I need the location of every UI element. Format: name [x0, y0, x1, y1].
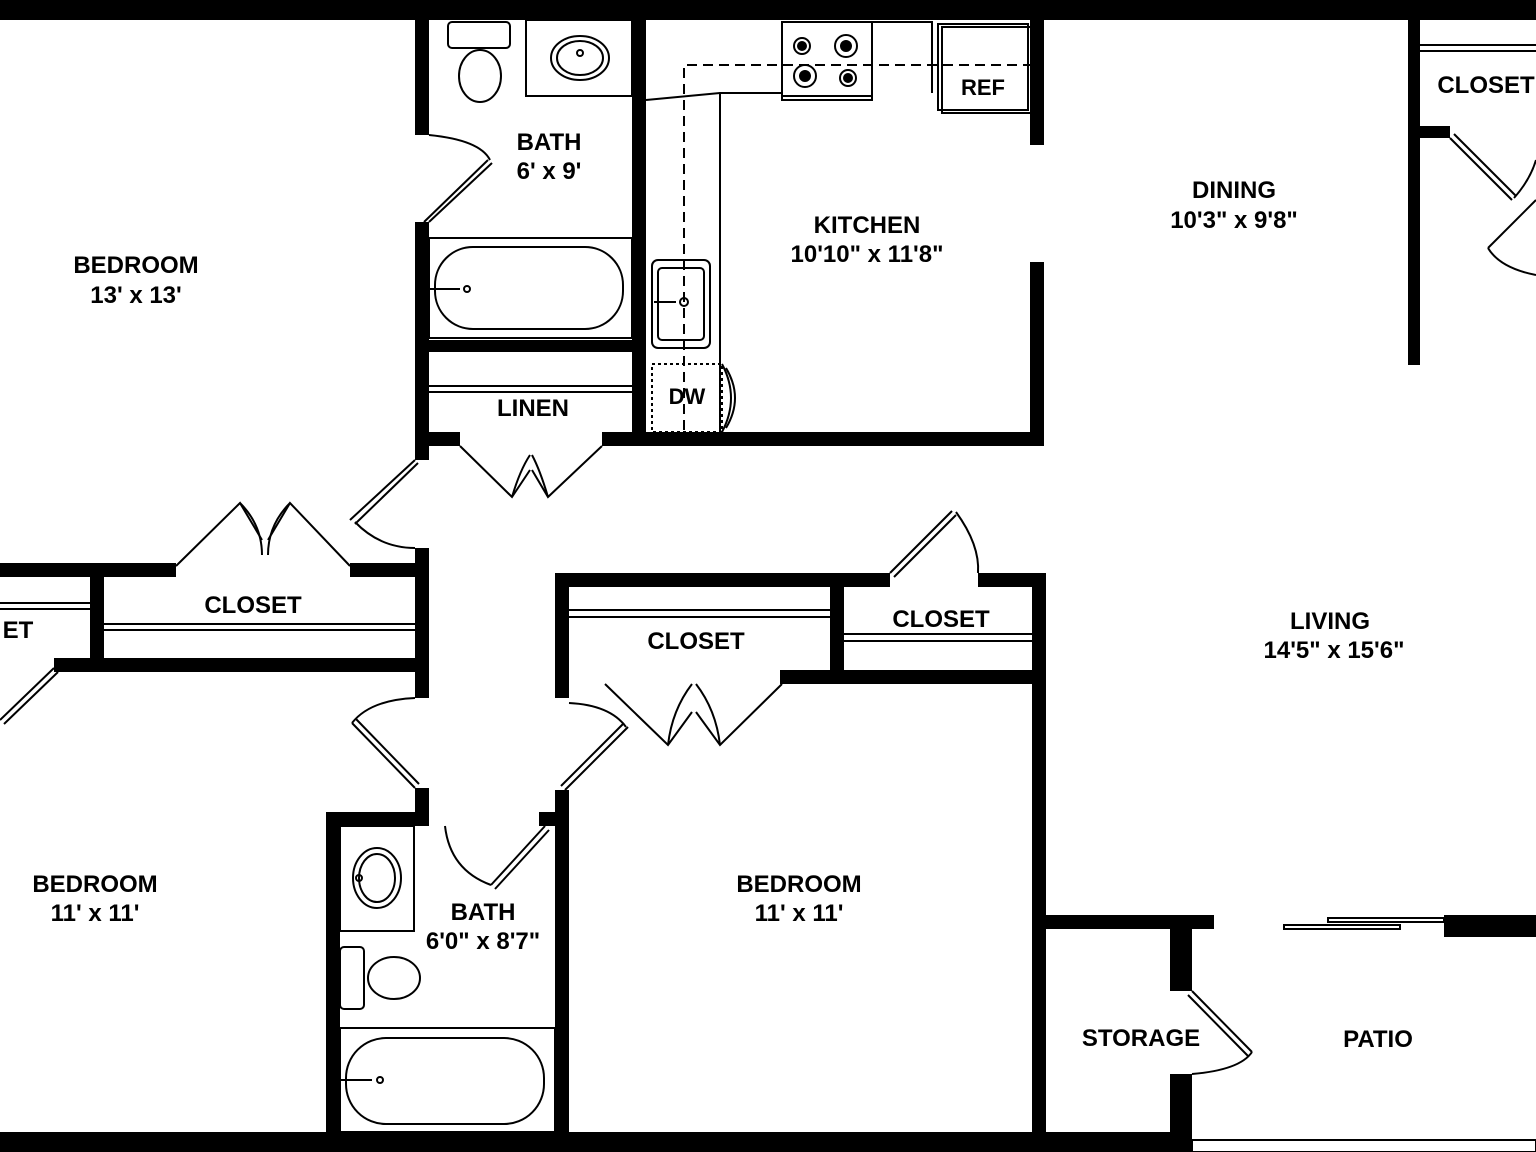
room-size-bath-top: 6' x 9' [517, 158, 582, 185]
kitchen-sink-icon [651, 259, 711, 349]
vanity-icon [339, 825, 415, 932]
room-name-closet-mid-right: CLOSET [892, 606, 990, 633]
room-name-closet-ne: CLOSET [1437, 72, 1535, 99]
toilet-icon [367, 956, 421, 1000]
room-size-living: 14'5" x 15'6" [1264, 637, 1405, 664]
room-name-bedroom-s: BEDROOM [736, 871, 861, 898]
room-size-bedroom-s: 11' x 11' [755, 900, 844, 927]
refrigerator-label: REF [961, 75, 1005, 100]
doors [0, 133, 1536, 1075]
dishwasher-label: DW [669, 384, 706, 409]
refrigerator-icon [937, 23, 1029, 111]
tank-icon [447, 21, 511, 49]
room-size-kitchen: 10'10" x 11'8" [791, 241, 944, 268]
fixtures [339, 19, 1033, 1133]
room-name-living: LIVING [1290, 608, 1370, 635]
stove-icon [781, 21, 873, 101]
room-name-closet-w-partial: ET [3, 617, 34, 644]
room-name-bath-top: BATH [517, 129, 582, 156]
sink-icon [550, 35, 610, 81]
room-labels: BEDROOM 13' x 13' BATH 6' x 9' KITCHEN 1… [3, 72, 1535, 1053]
room-name-bedroom-nw: BEDROOM [73, 252, 198, 279]
room-name-bath-bottom: BATH [451, 899, 516, 926]
room-name-storage: STORAGE [1082, 1025, 1200, 1052]
sink-icon [352, 847, 402, 909]
room-size-dining: 10'3" x 9'8" [1170, 207, 1298, 234]
dishwasher-icon [651, 363, 723, 433]
room-name-patio: PATIO [1343, 1026, 1413, 1053]
room-name-kitchen: KITCHEN [814, 212, 921, 239]
tank-icon [339, 946, 365, 1010]
room-name-linen: LINEN [497, 395, 569, 422]
closet-rods [0, 44, 1536, 642]
room-name-closet-w: CLOSET [204, 592, 302, 619]
vanity-icon [525, 19, 633, 97]
room-name-bedroom-sw: BEDROOM [32, 871, 157, 898]
room-size-bedroom-sw: 11' x 11' [51, 900, 140, 927]
room-name-closet-mid: CLOSET [647, 628, 745, 655]
room-size-bath-bottom: 6'0" x 8'7" [426, 928, 540, 955]
room-name-dining: DINING [1192, 177, 1276, 204]
room-size-bedroom-nw: 13' x 13' [90, 282, 182, 309]
toilet-icon [458, 49, 502, 103]
